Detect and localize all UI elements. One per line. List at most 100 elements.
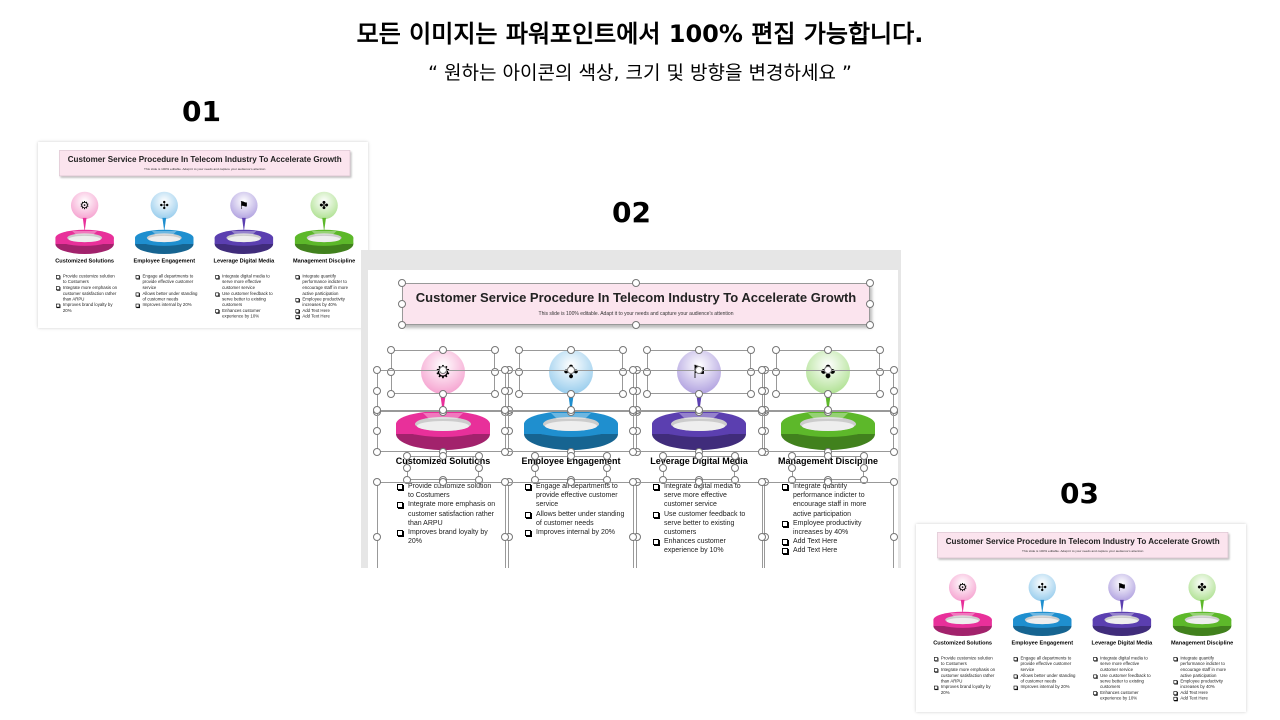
resize-handle[interactable] [531, 464, 539, 472]
resize-handle[interactable] [758, 406, 766, 414]
resize-handle[interactable] [629, 387, 637, 395]
resize-handle[interactable] [890, 478, 898, 486]
resize-handle[interactable] [772, 368, 780, 376]
resize-handle[interactable] [398, 300, 406, 308]
resize-handle[interactable] [629, 366, 637, 374]
resize-handle[interactable] [629, 478, 637, 486]
resize-handle[interactable] [475, 452, 483, 460]
resize-handle[interactable] [824, 346, 832, 354]
resize-handle[interactable] [890, 406, 898, 414]
resize-handle[interactable] [567, 452, 575, 460]
resize-handle[interactable] [439, 366, 447, 374]
resize-handle[interactable] [491, 346, 499, 354]
resize-handle[interactable] [866, 321, 874, 329]
resize-handle[interactable] [567, 366, 575, 374]
resize-handle[interactable] [758, 448, 766, 456]
resize-handle[interactable] [491, 368, 499, 376]
resize-handle[interactable] [629, 406, 637, 414]
resize-handle[interactable] [501, 406, 509, 414]
resize-handle[interactable] [501, 427, 509, 435]
resize-handle[interactable] [890, 448, 898, 456]
resize-handle[interactable] [619, 346, 627, 354]
resize-handle[interactable] [824, 478, 832, 486]
resize-handle[interactable] [731, 476, 739, 484]
slide-preview-02[interactable]: Customer Service Procedure In Telecom In… [361, 250, 901, 568]
resize-handle[interactable] [398, 321, 406, 329]
resize-handle[interactable] [758, 387, 766, 395]
resize-handle[interactable] [860, 464, 868, 472]
resize-handle[interactable] [439, 346, 447, 354]
resize-handle[interactable] [629, 427, 637, 435]
resize-handle[interactable] [695, 452, 703, 460]
resize-handle[interactable] [439, 390, 447, 398]
resize-handle[interactable] [860, 452, 868, 460]
resize-handle[interactable] [403, 476, 411, 484]
resize-handle[interactable] [890, 427, 898, 435]
resize-handle[interactable] [398, 279, 406, 287]
resize-handle[interactable] [758, 427, 766, 435]
resize-handle[interactable] [747, 390, 755, 398]
resize-handle[interactable] [643, 368, 651, 376]
resize-handle[interactable] [632, 279, 640, 287]
resize-handle[interactable] [491, 390, 499, 398]
resize-handle[interactable] [695, 366, 703, 374]
resize-handle[interactable] [695, 478, 703, 486]
resize-handle[interactable] [747, 368, 755, 376]
resize-handle[interactable] [373, 387, 381, 395]
resize-handle[interactable] [824, 452, 832, 460]
resize-handle[interactable] [629, 448, 637, 456]
resize-handle[interactable] [758, 366, 766, 374]
resize-handle[interactable] [788, 464, 796, 472]
resize-handle[interactable] [788, 452, 796, 460]
resize-handle[interactable] [824, 406, 832, 414]
resize-handle[interactable] [659, 476, 667, 484]
resize-handle[interactable] [659, 464, 667, 472]
resize-handle[interactable] [501, 448, 509, 456]
resize-handle[interactable] [824, 390, 832, 398]
resize-handle[interactable] [890, 387, 898, 395]
resize-handle[interactable] [501, 478, 509, 486]
resize-handle[interactable] [501, 366, 509, 374]
resize-handle[interactable] [475, 464, 483, 472]
resize-handle[interactable] [731, 464, 739, 472]
resize-handle[interactable] [501, 387, 509, 395]
slide-preview-01[interactable]: Customer Service Procedure In Telecom In… [38, 142, 368, 328]
resize-handle[interactable] [788, 476, 796, 484]
resize-handle[interactable] [890, 366, 898, 374]
resize-handle[interactable] [515, 368, 523, 376]
resize-handle[interactable] [876, 346, 884, 354]
resize-handle[interactable] [567, 346, 575, 354]
resize-handle[interactable] [373, 366, 381, 374]
resize-handle[interactable] [866, 279, 874, 287]
resize-handle[interactable] [629, 533, 637, 541]
resize-handle[interactable] [475, 476, 483, 484]
slide-preview-03[interactable]: Customer Service Procedure In Telecom In… [916, 524, 1246, 712]
resize-handle[interactable] [659, 452, 667, 460]
resize-handle[interactable] [439, 406, 447, 414]
resize-handle[interactable] [619, 368, 627, 376]
resize-handle[interactable] [373, 427, 381, 435]
resize-handle[interactable] [876, 390, 884, 398]
resize-handle[interactable] [758, 478, 766, 486]
resize-handle[interactable] [890, 533, 898, 541]
resize-handle[interactable] [531, 476, 539, 484]
resize-handle[interactable] [866, 300, 874, 308]
resize-handle[interactable] [643, 346, 651, 354]
resize-handle[interactable] [531, 452, 539, 460]
resize-handle[interactable] [515, 346, 523, 354]
resize-handle[interactable] [695, 390, 703, 398]
slide-title-box[interactable]: Customer Service Procedure In Telecom In… [937, 532, 1229, 559]
resize-handle[interactable] [373, 478, 381, 486]
resize-handle[interactable] [387, 368, 395, 376]
resize-handle[interactable] [860, 476, 868, 484]
resize-handle[interactable] [747, 346, 755, 354]
resize-handle[interactable] [567, 406, 575, 414]
resize-handle[interactable] [603, 464, 611, 472]
resize-handle[interactable] [876, 368, 884, 376]
resize-handle[interactable] [695, 406, 703, 414]
resize-handle[interactable] [731, 452, 739, 460]
resize-handle[interactable] [772, 346, 780, 354]
resize-handle[interactable] [403, 452, 411, 460]
resize-handle[interactable] [643, 390, 651, 398]
resize-handle[interactable] [501, 533, 509, 541]
